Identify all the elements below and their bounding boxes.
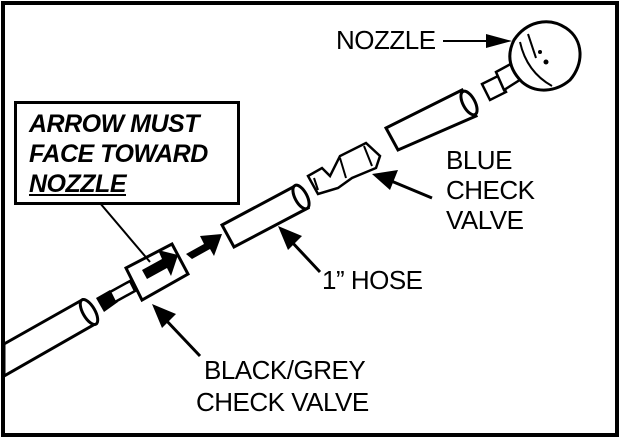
label-black-grey-line2: CHECK VALVE	[196, 387, 369, 417]
label-blue-check-valve-line3: VALVE	[446, 205, 524, 235]
nozzle-hose	[383, 88, 479, 152]
label-blue-check-valve-line1: BLUE	[446, 145, 512, 175]
callout-leader-line	[93, 195, 151, 263]
blue-valve-pointer-arrow	[372, 170, 433, 200]
one-inch-hose	[219, 183, 311, 250]
label-blue-check-valve-line2: CHECK	[446, 175, 535, 205]
label-nozzle: NOZZLE	[336, 25, 436, 55]
diagram-border	[1, 1, 619, 437]
blue-check-valve	[306, 141, 382, 196]
black-valve-pointer-arrow	[152, 304, 202, 358]
black-grey-check-valve	[123, 241, 191, 303]
flow-arrow	[186, 234, 222, 259]
callout-box: ARROW MUST FACE TOWARD NOZZLE	[14, 101, 240, 205]
nozzle	[480, 20, 582, 102]
callout-line1: ARROW MUST	[29, 110, 199, 138]
nozzle-pointer-arrow	[443, 34, 512, 48]
callout-line2: FACE TOWARD	[29, 140, 208, 168]
label-black-grey-line1: BLACK/GREY	[204, 355, 366, 385]
hose-pointer-arrow	[278, 226, 322, 274]
black-valve-left-barb	[96, 279, 137, 312]
long-hose	[2, 297, 100, 379]
callout-line3: NOZZLE	[29, 170, 127, 198]
label-one-inch-hose: 1” HOSE	[322, 265, 423, 295]
